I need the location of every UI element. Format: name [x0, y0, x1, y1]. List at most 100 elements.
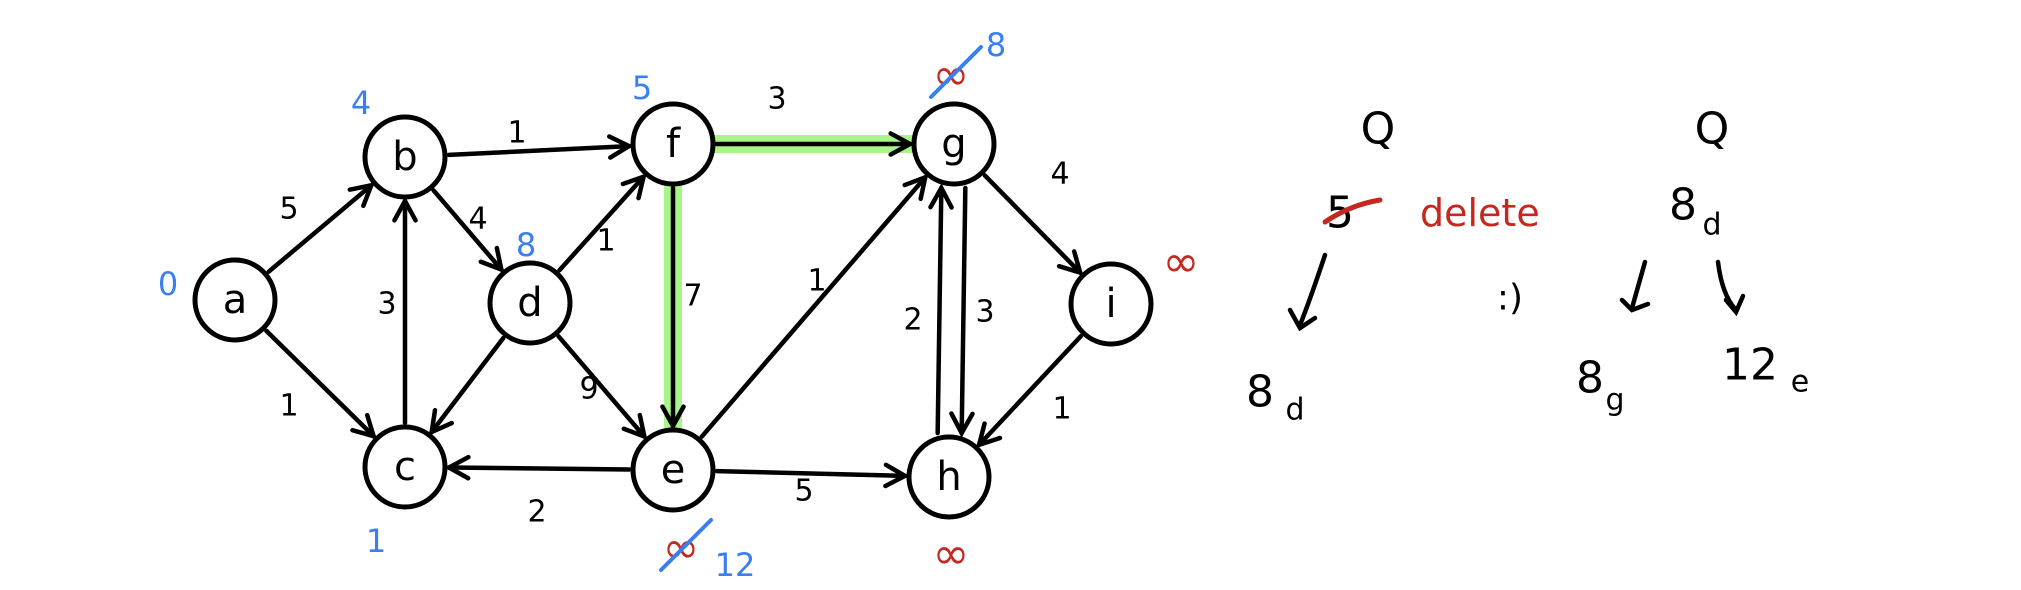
edge-line [982, 173, 1083, 275]
edge-e-h: 5 [714, 462, 910, 509]
node-i[interactable]: i [1068, 261, 1154, 347]
edge-weight: 1 [507, 116, 526, 151]
node-c[interactable]: c [362, 424, 448, 510]
edge-b-f: 1 [446, 116, 634, 160]
right-value: 12 [1722, 340, 1778, 391]
edge-e-c: 2 [444, 454, 632, 530]
distance-label: 1 [366, 522, 386, 560]
new-distance: 8 [986, 26, 1006, 64]
node-circle [362, 424, 448, 510]
edge-g-i: 4 [982, 157, 1084, 276]
left-value: 8 [1576, 353, 1604, 404]
node-circle [630, 101, 716, 187]
edge-line [266, 183, 374, 274]
edge-weight: 9 [579, 372, 598, 407]
edge-weight: 5 [794, 474, 813, 509]
queue-arrow [1287, 252, 1328, 332]
edge-line [557, 174, 646, 273]
nodes-layer: a b c d f g e h i [192, 101, 1154, 520]
node-circle [1068, 261, 1154, 347]
edge-weight: 2 [527, 495, 546, 530]
node-circle [192, 257, 278, 343]
left-node: g [1605, 383, 1624, 418]
node-label: c [394, 444, 416, 490]
distance-label: ∞ [933, 529, 970, 580]
edge-line [446, 465, 632, 472]
node-circle [906, 434, 992, 520]
arrowhead-icon [621, 412, 648, 441]
node-label: i [1105, 281, 1116, 327]
distance-label: 4 [351, 84, 371, 122]
node-circle [630, 427, 716, 513]
distance-label: 0 [158, 265, 178, 303]
edge-weight: 3 [377, 287, 396, 322]
edge-a-b: 5 [266, 182, 375, 274]
arrowhead-icon [444, 454, 471, 481]
arrowhead-icon [347, 182, 375, 209]
queue-child-value: 8 [1246, 367, 1274, 418]
edge-line [714, 468, 908, 479]
edge-weight: 4 [1050, 157, 1069, 192]
node-label: a [223, 277, 248, 323]
node-circle [362, 114, 448, 200]
edge-weight: 5 [279, 192, 298, 227]
distance-label: 8 [516, 226, 536, 264]
left-arrow [1619, 259, 1651, 313]
edge-line [429, 335, 506, 435]
arrowhead-icon [1056, 249, 1084, 276]
smiley: :) [1497, 278, 1523, 319]
node-label: g [941, 121, 966, 167]
node-b[interactable]: b [362, 114, 448, 200]
arrowhead-icon [902, 173, 929, 202]
edge-d-c [428, 335, 506, 436]
edge-weight: 1 [596, 224, 615, 259]
edge-weight: 1 [807, 264, 826, 299]
arrowhead-icon [949, 411, 975, 438]
edge-line [264, 328, 376, 439]
right-arrow [1715, 259, 1746, 317]
arrowhead-icon [883, 462, 910, 489]
edge-d-f: 1 [557, 173, 647, 273]
edge-i-h: 1 [975, 333, 1084, 449]
node-circle [487, 260, 573, 346]
edge-line [935, 185, 944, 436]
queue-title: Q [1695, 104, 1730, 155]
strike-arrow [659, 518, 713, 572]
node-label: d [517, 280, 542, 326]
node-d[interactable]: d [487, 260, 573, 346]
node-label: e [661, 447, 686, 493]
arrowhead-icon [620, 173, 647, 201]
edge-f-g: 3 [708, 82, 919, 157]
node-label: b [392, 134, 417, 180]
edge-a-c: 1 [264, 328, 377, 440]
arrowhead-icon [392, 196, 418, 223]
edge-line [446, 143, 632, 158]
edge-weight: 4 [468, 202, 487, 237]
edge-weight: 2 [903, 303, 922, 338]
edge-b-d: 4 [431, 188, 505, 274]
edge-g-h: 3 [949, 185, 995, 438]
delete-note: delete [1420, 191, 1540, 235]
edge-line [959, 185, 968, 436]
arrowhead-icon [975, 421, 1003, 449]
node-a[interactable]: a [192, 257, 278, 343]
edge-line [556, 334, 647, 439]
node-e[interactable]: e [630, 427, 716, 513]
arrowhead-icon [660, 404, 686, 431]
node-g[interactable]: g [911, 101, 997, 187]
edge-e-g: 1 [699, 173, 929, 439]
edge-f-e: 7 [660, 179, 703, 435]
arrowhead-icon [428, 408, 455, 436]
new-distance: 12 [715, 546, 756, 584]
node-f[interactable]: f [630, 101, 716, 187]
edge-line [699, 175, 928, 439]
edge-weight: 1 [279, 389, 298, 424]
distance-label: 5 [632, 69, 652, 107]
queue-child-node: d [1285, 393, 1304, 428]
arrowhead-icon [607, 134, 634, 160]
node-h[interactable]: h [906, 434, 992, 520]
arrowhead-icon [478, 245, 505, 274]
queue-title: Q [1361, 104, 1396, 155]
